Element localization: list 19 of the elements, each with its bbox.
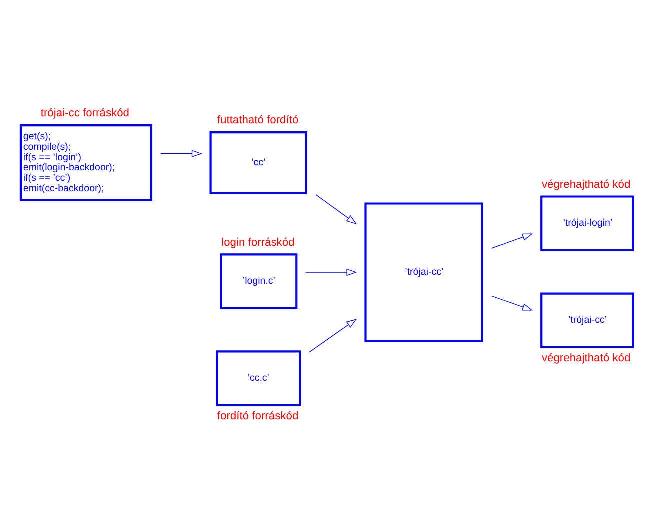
node-label: végrehajtható kód	[542, 352, 631, 365]
node-box: get(s); compile(s); if(s == ’login’) emit(login-backdoor); if(s == ’cc’) emit(cc-backdoor);	[20, 124, 153, 202]
arrow	[160, 150, 202, 158]
node-box: ’login.c’	[220, 254, 298, 310]
node-label: login forráskód	[222, 236, 295, 249]
arrow	[491, 296, 533, 311]
node-label: végrehajtható kód	[542, 178, 631, 191]
node-box: ’trójai-cc’	[540, 292, 634, 349]
node-box: ’trójai-cc’	[364, 202, 484, 342]
node-box: ’cc’	[210, 132, 308, 194]
arrow	[306, 268, 358, 276]
node-box: ’cc.c’	[216, 350, 302, 406]
arrow	[491, 234, 533, 249]
arrow	[309, 319, 358, 353]
node-label: trójai-cc forráskód	[40, 108, 130, 120]
node-label: futtatható fordító	[217, 114, 299, 127]
node-label: fordító forráskód	[217, 410, 299, 423]
arrow	[316, 194, 358, 225]
node-box: ’trójai-login’	[540, 196, 634, 252]
